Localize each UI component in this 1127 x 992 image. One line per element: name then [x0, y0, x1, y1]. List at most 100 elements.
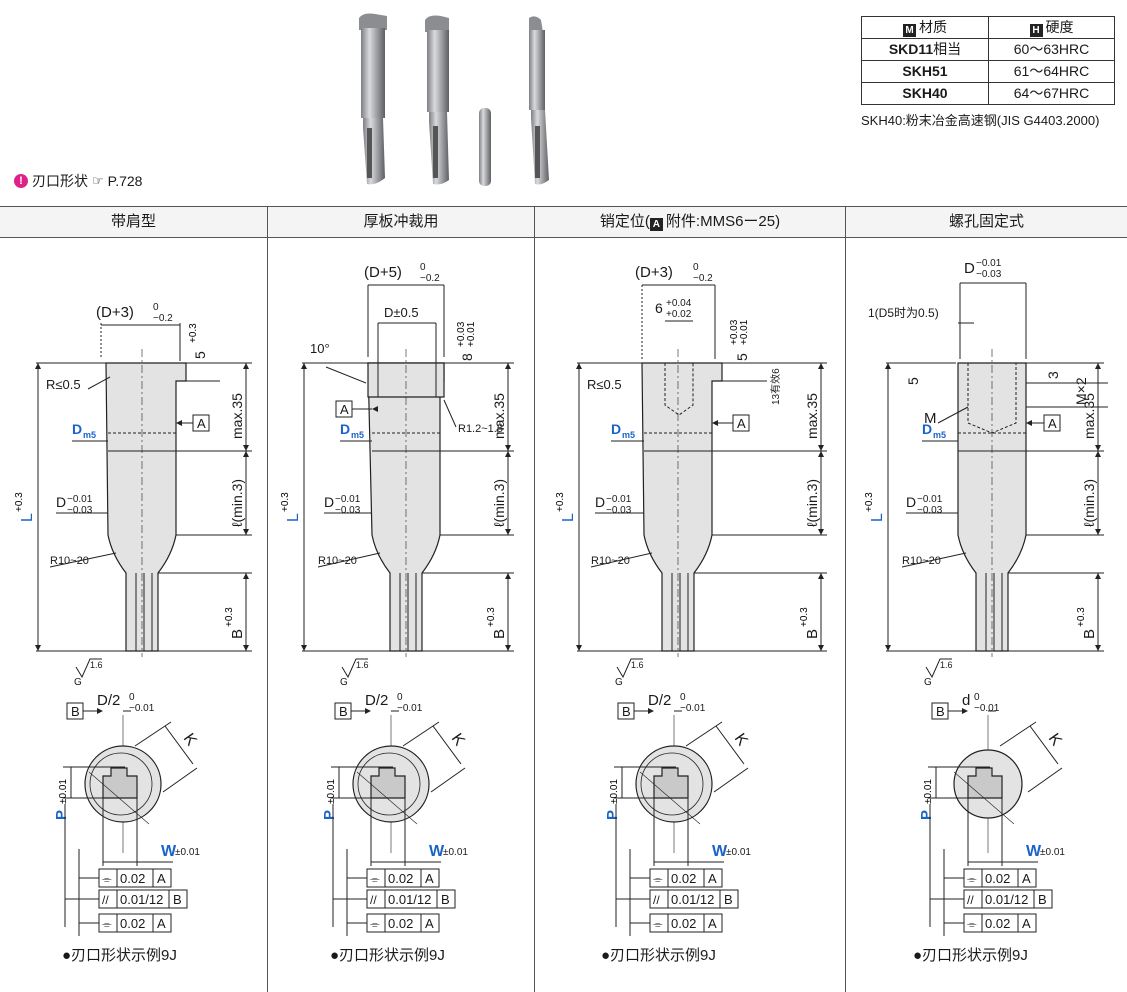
angle-line: [325, 366, 367, 384]
half-D-label: D/2: [648, 692, 671, 709]
roughness-value: 1.6: [940, 660, 953, 670]
tolerance-lower: −0.03: [606, 505, 632, 516]
page-ref[interactable]: P.728: [107, 173, 143, 189]
tolerance-upper: 0: [129, 692, 135, 703]
roughness-symbol: [616, 658, 643, 679]
P-tolerance: ±0.01: [923, 779, 934, 804]
B-label: B: [1081, 629, 1098, 639]
arrowhead: [505, 363, 511, 369]
W-label: W: [712, 843, 728, 860]
K-dim-line: [164, 725, 194, 765]
fcf-symbol: ⌯: [370, 872, 380, 886]
fcf-symbol: ⌯: [653, 872, 663, 886]
fcf-ref: B: [724, 892, 733, 907]
B-tolerance: +0.3: [486, 607, 497, 627]
eight-label: 8: [459, 353, 475, 361]
grind-mark: G: [74, 677, 82, 688]
arrowhead: [1095, 645, 1101, 651]
hardness-badge: H: [1029, 24, 1043, 37]
fcf-value: 0.02: [671, 871, 696, 886]
table-row: SKH51 61～64HRC: [861, 60, 1115, 83]
grind-mark: G: [924, 677, 932, 688]
column-divider: [267, 206, 268, 992]
fcf-symbol: //: [967, 893, 974, 907]
leader-line: [937, 406, 969, 424]
column-title-suffix: 附件:MMS6ー25): [665, 213, 781, 230]
fcf-ref: B: [173, 892, 182, 907]
arrowhead: [1095, 573, 1101, 579]
P-label: P: [604, 810, 621, 820]
lmin3-label: ℓ(min.3): [804, 479, 820, 527]
D-label: D: [56, 494, 66, 510]
material-header: 材质: [919, 19, 947, 35]
R-label: R≤0.5: [587, 377, 622, 392]
head-block: [367, 362, 445, 398]
W-tolerance: ±0.01: [1040, 847, 1065, 858]
datum-B: B: [339, 704, 348, 719]
extension-line: [685, 721, 723, 747]
tolerance-lower: −0.03: [67, 505, 93, 516]
pin-hole: [664, 363, 694, 416]
Dm5-label: D: [340, 421, 350, 437]
fcf-ref: A: [1022, 916, 1031, 931]
column-title-shoulder: 带肩型: [0, 207, 267, 237]
fcf-symbol: //: [102, 893, 109, 907]
punch-outline: [641, 362, 723, 652]
arrowhead: [505, 573, 511, 579]
fcf-ref-cell: [152, 868, 172, 888]
fcf-symbol: //: [653, 893, 660, 907]
W-label: W: [161, 843, 177, 860]
five-label: 5: [905, 377, 921, 385]
lmin3-label: ℓ(min.3): [1081, 479, 1097, 527]
L-label: L: [285, 513, 302, 522]
punch-photo-1: [359, 13, 387, 185]
five-tol: +0.03: [729, 319, 740, 345]
fcf-ref: A: [708, 916, 717, 931]
arrowhead: [505, 529, 511, 535]
eight-tol: +0.03: [456, 321, 467, 347]
tolerance-upper: −0.01: [976, 258, 1002, 269]
caption-pin-locating: ●刃口形状示例9J: [601, 947, 716, 964]
MX2-label: M×2: [1073, 377, 1089, 405]
eight-tol: +0.01: [466, 321, 477, 347]
P-tolerance: ±0.01: [609, 779, 620, 804]
arrowhead: [243, 445, 249, 451]
material-note: SKH40:粉末冶金高速钢(JIS G4403.2000): [861, 113, 1100, 128]
material-name: SKH40: [861, 82, 989, 105]
datum-B: B: [622, 704, 631, 719]
roughness-value: 1.6: [631, 660, 644, 670]
K-label: K: [731, 731, 751, 750]
arrowhead: [885, 363, 891, 369]
dowel-pin-photo: [479, 108, 491, 186]
arrowhead: [576, 363, 582, 369]
leader-line: [443, 399, 457, 428]
R12-label: R1.2~1.5: [458, 423, 503, 435]
arrowhead: [505, 645, 511, 651]
roughness-symbol: [925, 658, 952, 679]
extension-line: [162, 767, 198, 793]
diag-line: [356, 771, 418, 825]
material-suffix: 相当: [933, 41, 962, 57]
fcf-ref: B: [441, 892, 450, 907]
extension-line: [1027, 767, 1063, 793]
blade-shape-reference[interactable]: ! 刃口形状 ☞ P.728: [14, 171, 142, 191]
column-title-text: 带肩型: [110, 213, 156, 230]
material-badge: M: [903, 24, 916, 37]
arrowhead: [243, 363, 249, 369]
blade-shape-label: 刃口形状: [32, 173, 88, 189]
L-tolerance: +0.3: [14, 492, 25, 512]
B-tolerance: +0.3: [224, 607, 235, 627]
arrowhead: [1095, 529, 1101, 535]
warning-icon: !: [14, 174, 28, 188]
punch-photo-3: [529, 16, 549, 185]
K-label: K: [448, 731, 468, 750]
datum-triangle: [1026, 420, 1032, 426]
